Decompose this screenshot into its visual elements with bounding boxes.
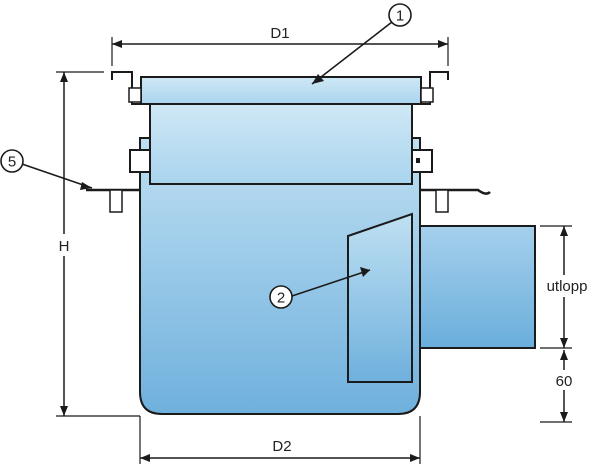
dimension-outlet [540,225,572,349]
sixty-label: 60 [556,373,573,390]
top-frame [111,71,449,105]
callout-2-number: 2 [277,290,285,307]
outlet-label: utlopp [547,278,588,295]
extension-ring [149,103,413,185]
d2-label: D2 [272,438,291,455]
d1-label: D1 [270,25,289,42]
water-seal-insert [347,212,413,383]
outlet-pipe [419,225,536,349]
outlet-label-bg [538,275,596,297]
callout-1-number: 1 [396,8,404,25]
callout-5-number: 5 [8,154,16,171]
callout-2: 2 [269,267,371,309]
sixty-label-bg [548,370,580,390]
h-label: H [59,238,70,255]
dimension-d1 [111,37,449,66]
clamping-flange [86,188,491,213]
h-label-bg [55,234,73,256]
side-clamps [129,149,433,173]
callout-1: 1 [311,3,412,85]
callout-5: 5 [0,149,93,190]
dimension-d2 [139,416,421,464]
